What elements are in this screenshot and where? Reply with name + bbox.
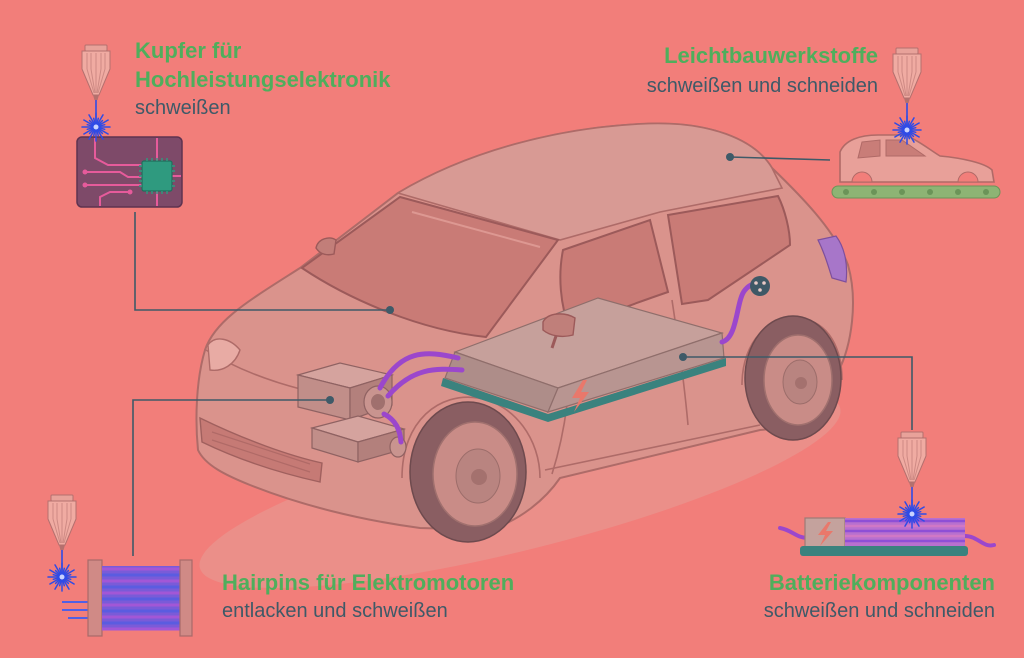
copper-label: Kupfer für Hochleistungselektronik schwe… <box>135 36 391 123</box>
laser-head-icon-copper <box>82 45 110 141</box>
side-mirror <box>542 313 576 338</box>
battery-module-icon <box>778 517 996 556</box>
microchip <box>141 160 173 192</box>
rear-light <box>817 235 848 283</box>
copper-title-line-2: Hochleistungselektronik <box>135 67 391 92</box>
headlight <box>207 338 241 372</box>
lightning-icon <box>572 380 589 412</box>
hairpins-title: Hairpins für Elektromotoren <box>222 570 515 595</box>
battery-label: Batteriekomponenten schweißen und schnei… <box>764 568 995 626</box>
charging-port-icon <box>750 276 770 296</box>
lightweight-title: Leichtbauwerkstoffe <box>664 43 878 68</box>
leader-line-hairpins <box>132 399 330 556</box>
leader-line-copper <box>134 212 390 311</box>
leader-line-lightweight <box>729 156 831 161</box>
battery-title: Batteriekomponenten <box>768 570 995 595</box>
battery-pack <box>441 297 726 422</box>
circuit-board-icon <box>76 136 183 208</box>
car-body-shell-icon <box>831 134 1001 199</box>
leader-line-battery <box>683 356 913 430</box>
car-roof <box>396 122 784 241</box>
battery-base-strip <box>441 358 726 422</box>
side-sill <box>544 424 761 471</box>
hairpin-stator-icon <box>62 559 193 637</box>
motor-cable-2 <box>385 366 465 399</box>
electric-motor <box>295 362 407 463</box>
copper-title-line-1: Kupfer für <box>135 38 242 63</box>
laser-head-icon-lightweight <box>893 48 921 144</box>
copper-subtitle: schweißen <box>135 97 231 119</box>
leader-dot-hairpins <box>326 396 334 404</box>
lightweight-label: Leichtbauwerkstoffe schweißen und schnei… <box>647 41 878 101</box>
leader-dot-battery <box>679 353 687 361</box>
laser-head-icon-battery <box>898 432 926 528</box>
motor-cable-1 <box>377 351 461 391</box>
windshield <box>300 195 560 339</box>
battery-side-face <box>546 332 725 413</box>
hairpins-label: Hairpins für Elektromotoren entlacken un… <box>222 568 514 626</box>
rear-side-window <box>666 194 792 306</box>
far-side-mirror <box>315 237 337 256</box>
grille-slats <box>211 431 311 473</box>
laser-head-icon-hairpins <box>48 495 76 591</box>
leader-dot-copper <box>386 306 394 314</box>
leader-dot-lightweight <box>726 153 734 161</box>
motor-cable-3 <box>381 411 404 445</box>
windshield-reflection <box>411 211 541 248</box>
side-mirror-stem <box>550 335 558 349</box>
lightweight-subtitle: schweißen und schneiden <box>646 75 878 97</box>
battery-subtitle: schweißen und schneiden <box>763 600 995 622</box>
hairpins-subtitle: entlacken und schweißen <box>222 600 448 622</box>
